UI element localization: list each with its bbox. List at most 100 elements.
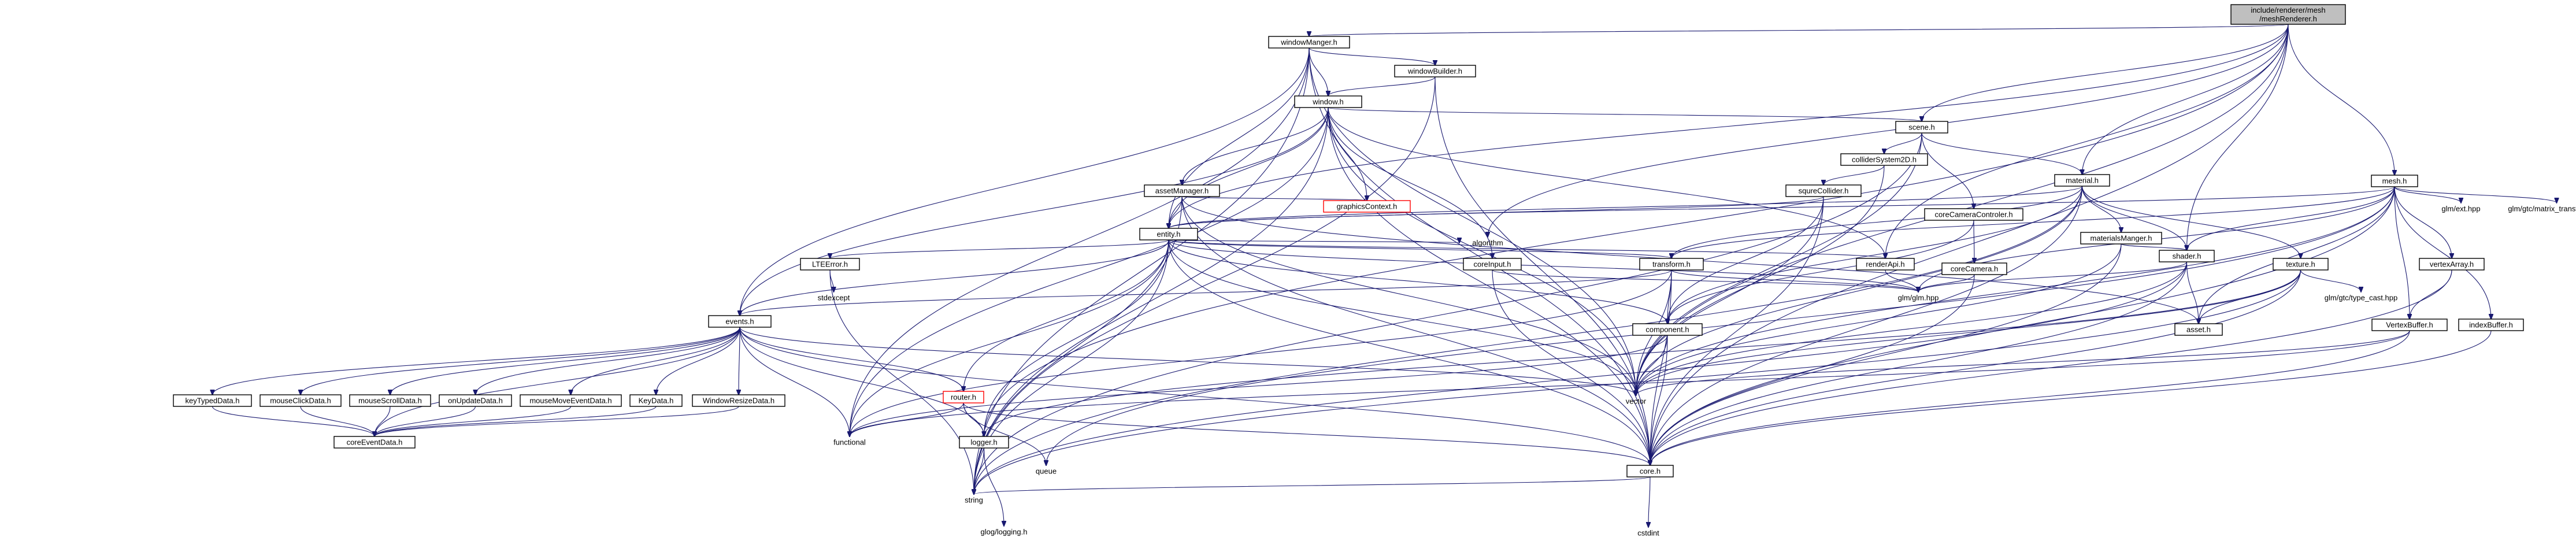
node-box-coreInput xyxy=(1463,258,1522,271)
node-label-algorithm: algorithm xyxy=(1472,239,1503,247)
edge-window-to-events xyxy=(740,107,1329,316)
node-keyTypedData[interactable]: keyTypedData.h xyxy=(173,394,252,407)
node-label-window: window.h xyxy=(1312,98,1343,106)
node-label-vertexArray: vertexArray.h xyxy=(2430,260,2474,269)
node-mouseMoveEventData[interactable]: mouseMoveEventData.h xyxy=(520,394,622,407)
node-squreCollider[interactable]: squreCollider.h xyxy=(1785,184,1862,197)
node-functional[interactable]: functional xyxy=(833,438,866,447)
node-queue[interactable]: queue xyxy=(1036,467,1057,476)
node-coreCamera[interactable]: coreCamera.h xyxy=(1941,262,2007,275)
node-cstdint[interactable]: cstdint xyxy=(1637,529,1659,538)
node-glmext[interactable]: glm/ext.hpp xyxy=(2441,205,2480,213)
node-box-assetManager xyxy=(1144,184,1220,197)
node-indexBuffer[interactable]: indexBuffer.h xyxy=(2458,319,2524,331)
node-router[interactable]: router.h xyxy=(943,391,984,403)
edge-VertexBuffer-to-vector xyxy=(1636,330,2410,395)
node-mesh[interactable]: mesh.h xyxy=(2371,175,2418,187)
node-label-queue: queue xyxy=(1036,467,1057,476)
node-box-asset xyxy=(2174,323,2223,336)
node-materialsManger[interactable]: materialsManger.h xyxy=(2080,232,2162,245)
node-LTEError[interactable]: LTEError.h xyxy=(800,258,860,271)
node-core[interactable]: core.h xyxy=(1626,465,1674,477)
node-renderApi[interactable]: renderApi.h xyxy=(1856,258,1915,271)
node-colliderSystem2D[interactable]: colliderSystem2D.h xyxy=(1840,153,1928,166)
edge-entity-to-core xyxy=(1168,239,1650,465)
node-box-coreCameraControler xyxy=(1924,208,2023,221)
edge-events-to-core xyxy=(739,327,1650,465)
node-mouseClickData[interactable]: mouseClickData.h xyxy=(260,394,342,407)
node-transform[interactable]: transform.h xyxy=(1639,258,1704,271)
node-scene[interactable]: scene.h xyxy=(1895,121,1948,134)
node-graphicsContext[interactable]: graphicsContext.h xyxy=(1323,200,1411,213)
node-window[interactable]: window.h xyxy=(1294,95,1362,108)
edge-entity-to-transform xyxy=(1168,239,1671,258)
node-logger[interactable]: logger.h xyxy=(959,436,1009,449)
edge-shader-to-asset xyxy=(2186,261,2199,324)
node-onUpdateData[interactable]: onUpdateData.h xyxy=(439,394,512,407)
node-coreCameraControler[interactable]: coreCameraControler.h xyxy=(1924,208,2023,221)
node-material[interactable]: material.h xyxy=(2054,174,2110,187)
node-label-materialsManger: materialsManger.h xyxy=(2091,234,2152,243)
node-VertexBuffer[interactable]: VertexBuffer.h xyxy=(2371,319,2448,331)
node-mouseScrollData[interactable]: mouseScrollData.h xyxy=(349,394,431,407)
node-label-renderApi: renderApi.h xyxy=(1866,260,1904,269)
node-label-mouseScrollData: mouseScrollData.h xyxy=(358,397,422,405)
node-label-logger: logger.h xyxy=(970,438,997,447)
edge-mesh-to-indexBuffer xyxy=(2394,186,2491,319)
edge-shader-to-core xyxy=(1650,261,2188,465)
edge-entity-to-functional xyxy=(850,239,1169,436)
edge-WindowResizeData-to-coreEventData xyxy=(375,406,739,436)
edge-events-to-mouseClickData xyxy=(301,327,740,395)
node-assetManager[interactable]: assetManager.h xyxy=(1144,184,1220,197)
edge-assetManager-to-graphicsContext xyxy=(1181,197,1367,201)
edge-entity-to-events xyxy=(740,239,1169,316)
node-shader[interactable]: shader.h xyxy=(2159,250,2215,262)
node-string[interactable]: string xyxy=(965,496,983,505)
node-entity[interactable]: entity.h xyxy=(1139,228,1198,240)
node-events[interactable]: events.h xyxy=(708,315,772,328)
node-WindowResizeData[interactable]: WindowResizeData.h xyxy=(692,394,785,407)
node-box-logger xyxy=(959,436,1009,449)
node-box-KeyData xyxy=(629,394,683,407)
edge-router-to-core xyxy=(963,402,1650,465)
edge-mouseClickData-to-coreEventData xyxy=(300,406,375,436)
edge-window-to-assetManager xyxy=(1182,107,1329,185)
node-coreInput[interactable]: coreInput.h xyxy=(1463,258,1522,271)
node-windowManger[interactable]: windowManger.h xyxy=(1268,36,1350,49)
edge-texture-to-glmcast xyxy=(2300,269,2362,292)
node-glmglm[interactable]: glm/glm.hpp xyxy=(1898,294,1939,302)
node-stdexcept[interactable]: stdexcept xyxy=(818,294,850,302)
node-vector[interactable]: vector xyxy=(1626,397,1647,406)
node-label-texture: texture.h xyxy=(2286,260,2315,269)
node-component[interactable]: component.h xyxy=(1632,323,1703,336)
edge-coreInput-to-core xyxy=(1492,269,1650,465)
edge-events-to-router xyxy=(739,327,963,391)
node-label-squreCollider: squreCollider.h xyxy=(1799,187,1849,195)
edge-VertexBuffer-to-core xyxy=(1650,330,2410,465)
node-algorithm[interactable]: algorithm xyxy=(1472,239,1503,247)
edge-shader-to-string xyxy=(974,261,2188,494)
edge-assetManager-to-core xyxy=(1181,196,1650,465)
edge-KeyData-to-coreEventData xyxy=(375,406,657,436)
edge-mesh-to-vertexArray xyxy=(2394,186,2452,258)
node-coreEventData[interactable]: coreEventData.h xyxy=(333,436,416,449)
node-root[interactable]: include/renderer/mesh/meshRenderer.h xyxy=(2230,4,2346,25)
edge-transform-to-glmglm xyxy=(1671,269,1918,292)
node-texture[interactable]: texture.h xyxy=(2273,258,2329,271)
node-box-indexBuffer xyxy=(2458,319,2524,331)
node-box-root xyxy=(2230,4,2346,25)
node-glmcast[interactable]: glm/gtc/type_cast.hpp xyxy=(2325,294,2397,302)
node-glogLogging[interactable]: glog/logging.h xyxy=(981,528,1028,536)
node-vertexArray[interactable]: vertexArray.h xyxy=(2419,258,2485,271)
node-KeyData[interactable]: KeyData.h xyxy=(629,394,683,407)
edge-VertexBuffer-to-functional xyxy=(850,330,2410,436)
node-windowBuilder[interactable]: windowBuilder.h xyxy=(1394,65,1476,77)
node-box-renderApi xyxy=(1856,258,1915,271)
node-glmmatrix[interactable]: glm/gtc/matrix_transform.hpp xyxy=(2508,205,2576,213)
edge-events-to-WindowResizeData xyxy=(739,327,740,395)
nodes-layer: include/renderer/mesh/meshRenderer.h wind… xyxy=(173,4,2576,538)
node-asset[interactable]: asset.h xyxy=(2174,323,2223,336)
node-label-mouseClickData: mouseClickData.h xyxy=(270,397,331,405)
edge-transform-to-core xyxy=(1650,269,1672,465)
